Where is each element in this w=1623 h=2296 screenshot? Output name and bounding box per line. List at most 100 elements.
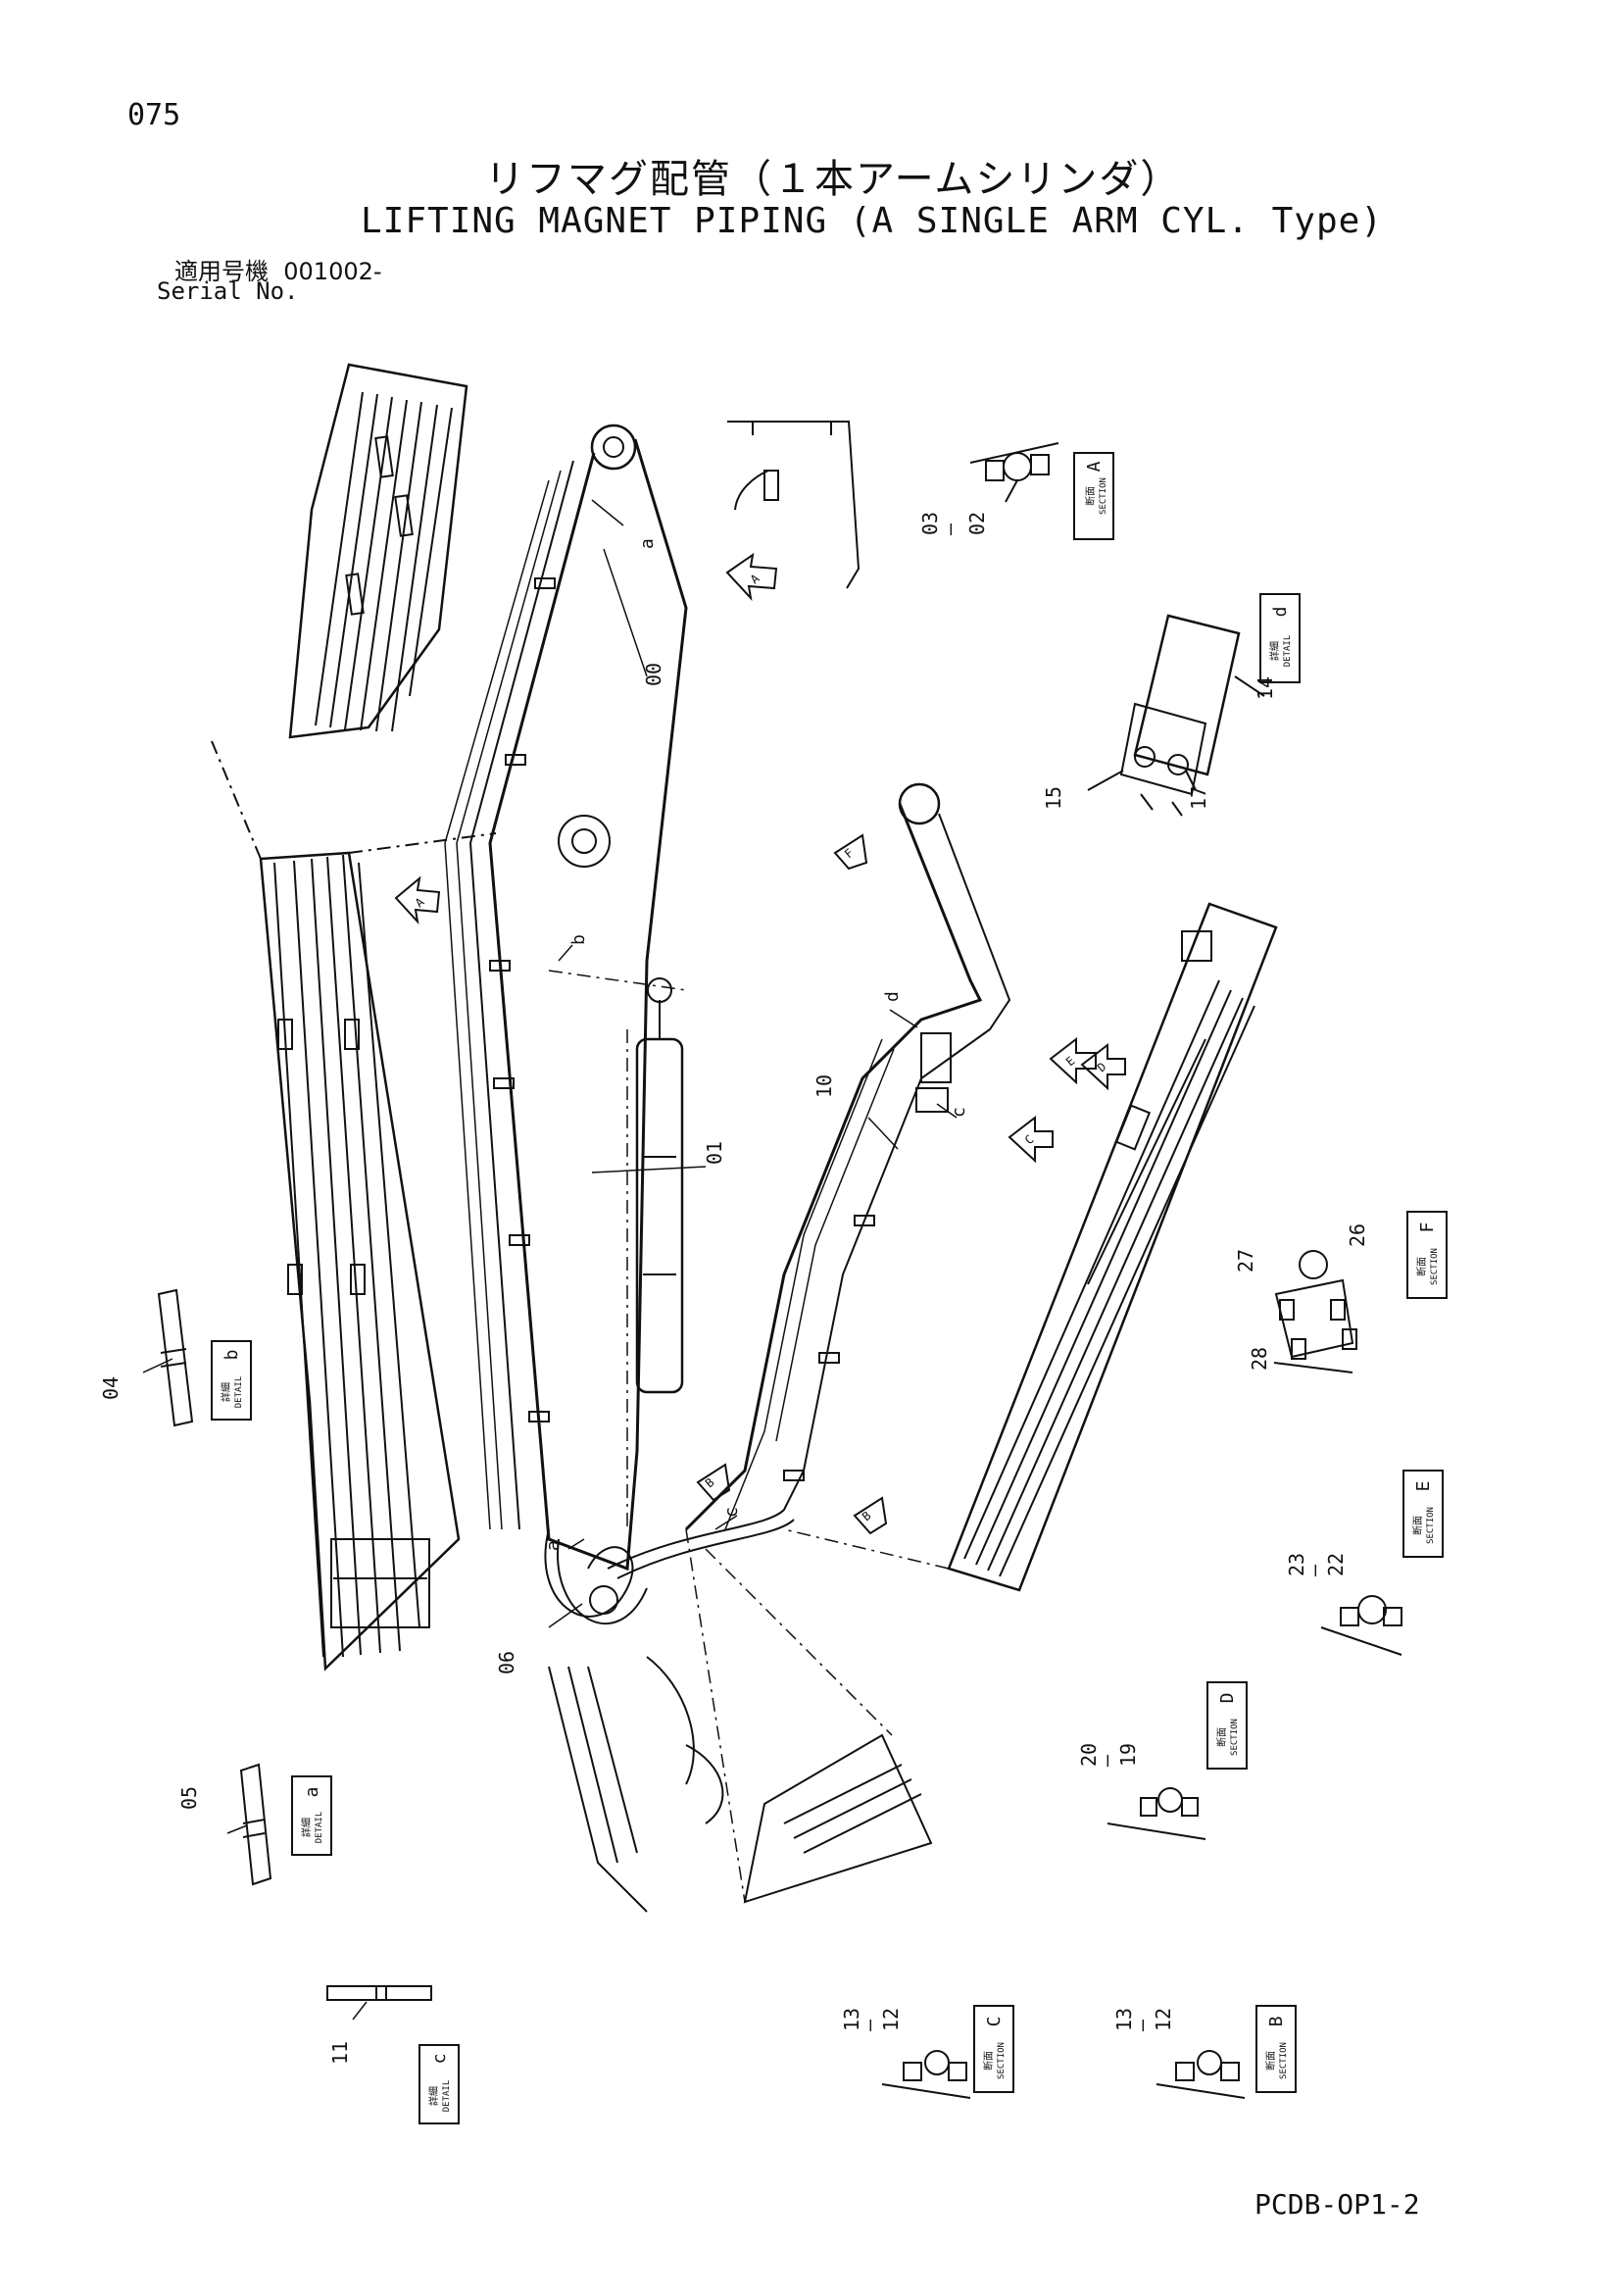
section-f-clamp	[1273, 1250, 1357, 1373]
section-c-jp: 断面	[982, 2051, 995, 2071]
callout-03: 03	[918, 512, 942, 535]
section-b-en: SECTION	[1279, 2042, 1289, 2079]
section-d-letter: D	[1217, 1693, 1238, 1704]
detail-d-jp: 詳細	[1268, 641, 1281, 661]
section-f-label: 断面 SECTION F	[1406, 1211, 1448, 1299]
section-a-letter: A	[1084, 461, 1105, 472]
page-number: 075	[127, 98, 181, 132]
callout-00: 00	[642, 663, 665, 686]
section-d-clamp	[1107, 1787, 1206, 1840]
detail-b-letter: b	[221, 1350, 242, 1361]
detail-a-jp: 詳細	[300, 1818, 313, 1837]
section-a-jp: 断面	[1084, 486, 1097, 506]
title-japanese: リフマグ配管（１本アームシリンダ）	[485, 157, 1182, 202]
serial-label-jp: 適用号機	[174, 258, 269, 285]
detail-d-label: 詳細 DETAIL d	[1259, 593, 1301, 683]
callout-22: 22	[1324, 1553, 1348, 1576]
arrow-label-a2: A	[413, 894, 427, 910]
section-c-letter: C	[984, 2017, 1005, 2027]
arrow-label-e: E	[1063, 1054, 1078, 1069]
detail-d-en: DETAIL	[1283, 635, 1293, 668]
detail-a-letter: a	[302, 1787, 322, 1798]
section-f-jp: 断面	[1415, 1257, 1428, 1276]
arrow-label-a1: A	[748, 571, 762, 586]
section-d-label: 断面 SECTION D	[1206, 1681, 1248, 1770]
marker-c-low: c	[721, 1507, 742, 1518]
section-e-clamp	[1320, 1595, 1402, 1656]
section-e-en: SECTION	[1426, 1507, 1436, 1544]
callout-26: 26	[1346, 1223, 1369, 1247]
section-d-jp: 断面	[1215, 1727, 1228, 1747]
section-b-clamp	[1156, 2050, 1246, 2099]
callout-17: 17	[1187, 786, 1210, 810]
main-boom	[444, 424, 805, 1913]
arrow-label-f: F	[842, 846, 857, 861]
detail-c-fitting	[326, 1985, 432, 2021]
view-arrows	[394, 552, 1126, 1535]
marker-a-top: a	[637, 538, 658, 549]
section-d-en: SECTION	[1230, 1719, 1240, 1756]
callout-14: 14	[1254, 676, 1277, 700]
callout-27: 27	[1234, 1249, 1257, 1273]
arrow-label-b: B	[703, 1475, 717, 1490]
detail-b-label: 詳細 DETAIL b	[211, 1340, 252, 1421]
callout-02: 02	[965, 512, 989, 535]
section-c-label: 断面 SECTION C	[973, 2005, 1014, 2093]
marker-c-arm: c	[949, 1107, 969, 1118]
callout-13-c: 13	[840, 2008, 863, 2031]
callout-05: 05	[177, 1786, 201, 1810]
detail-a-label: 詳細 DETAIL a	[291, 1775, 332, 1856]
detail-a-fitting	[226, 1763, 272, 1886]
arm-structure	[684, 782, 1011, 1531]
callout-04: 04	[99, 1376, 123, 1400]
section-a-label: 断面 SECTION	[1073, 452, 1114, 540]
dash-d: –	[1095, 1754, 1118, 1767]
callout-15: 15	[1042, 786, 1065, 810]
section-f-en: SECTION	[1430, 1248, 1440, 1285]
callout-01: 01	[703, 1141, 726, 1165]
section-b-label: 断面 SECTION B	[1255, 2005, 1297, 2093]
marker-b: b	[568, 934, 589, 945]
section-e-jp: 断面	[1411, 1516, 1424, 1535]
detail-a-en: DETAIL	[315, 1812, 324, 1844]
callout-19: 19	[1116, 1743, 1140, 1767]
serial-line: 適用号機 001002-	[174, 252, 382, 286]
callout-12-c: 12	[879, 2008, 903, 2031]
dash-b: –	[1130, 2019, 1154, 2031]
detail-b-fitting	[142, 1288, 194, 1427]
leader-lines	[548, 499, 958, 1628]
arrow-label-c: C	[1022, 1132, 1037, 1147]
callout-28: 28	[1248, 1347, 1271, 1371]
view-markers: a b d c a c A A F E D C B B	[413, 538, 1109, 1551]
boom-bottom-view-left	[211, 740, 497, 1672]
title-english: LIFTING MAGNET PIPING (A SINGLE ARM CYL.…	[361, 201, 1383, 241]
detail-c-en: DETAIL	[442, 2080, 452, 2113]
serial-label-en: Serial No.	[157, 277, 299, 305]
section-c-en: SECTION	[997, 2042, 1007, 2079]
arrow-label-b2: B	[860, 1509, 874, 1523]
callout-20: 20	[1077, 1743, 1101, 1767]
detail-b-jp: 詳細	[220, 1382, 232, 1402]
section-a-en: SECTION	[1099, 477, 1108, 515]
section-a-letter-box: A	[1084, 461, 1105, 472]
callout-23: 23	[1285, 1553, 1308, 1576]
section-b-letter: B	[1266, 2017, 1287, 2027]
callout-11: 11	[328, 2041, 352, 2065]
detail-d-letter: d	[1270, 607, 1291, 618]
boom-tip-detail-sketch	[727, 421, 861, 589]
detail-d-box-assembly	[1087, 614, 1265, 817]
dash-c: –	[858, 2019, 881, 2031]
section-a-clamp	[969, 442, 1059, 503]
detail-c-jp: 詳細	[427, 2086, 440, 2106]
callout-12-b: 12	[1152, 2008, 1175, 2031]
marker-d: d	[882, 991, 903, 1002]
callout-06: 06	[495, 1651, 518, 1674]
dash-a: –	[938, 523, 961, 535]
dash-e: –	[1303, 1564, 1326, 1576]
callout-labels: 00 01 10 06 04 05 11 03 – 02 14 15 17 26…	[99, 512, 1369, 2065]
callout-13-b: 13	[1112, 2008, 1136, 2031]
serial-value: 001002-	[283, 258, 382, 285]
section-e-letter: E	[1413, 1481, 1434, 1492]
